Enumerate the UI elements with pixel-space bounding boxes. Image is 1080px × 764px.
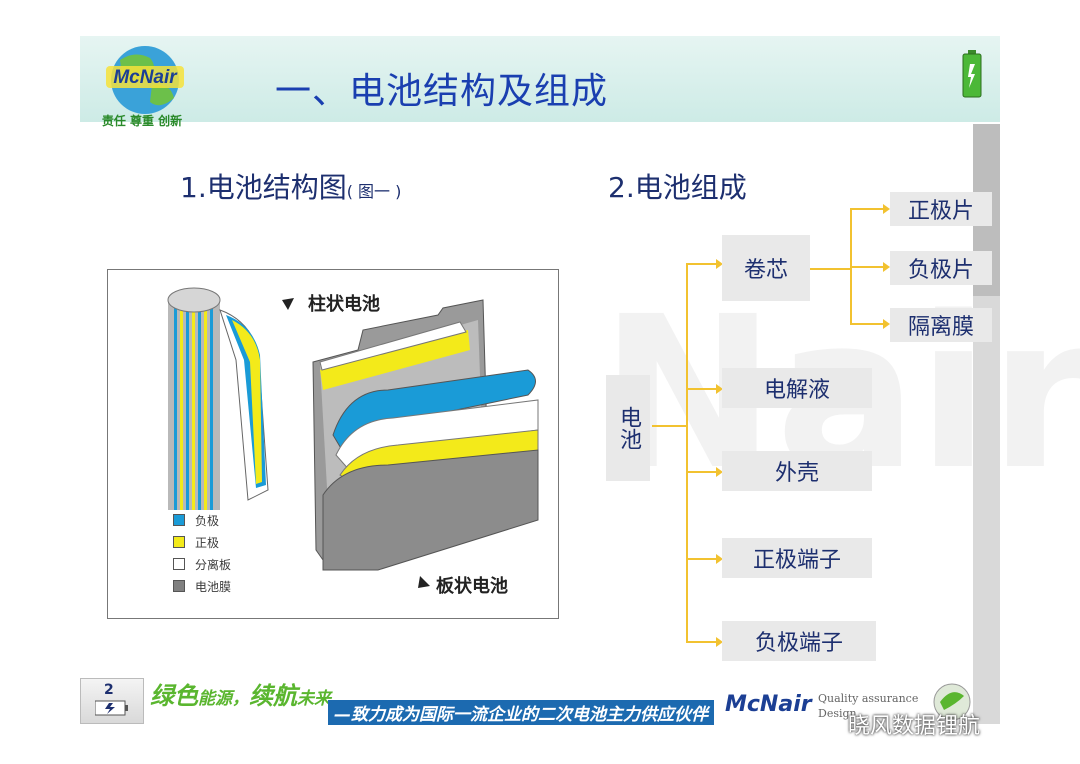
tree-node-neg-terminal: 负极端子 [722, 621, 876, 661]
footer-globe-icon [933, 683, 971, 721]
connector-core-branch [810, 268, 852, 270]
connector-neg-sheet [850, 266, 884, 268]
arrow-electrolyte [716, 384, 723, 394]
arrow-shell [716, 467, 723, 477]
page-number: 2 [104, 682, 114, 698]
legend-item-negative: 负极 [173, 512, 219, 529]
cylinder-label: 柱状电池 [308, 293, 380, 315]
footer-mission: —致力成为国际一流企业的二次电池主力供应伙伴 [328, 700, 714, 725]
tree-node-positive-sheet: 正极片 [890, 192, 992, 226]
footer-brand: McNair [725, 692, 812, 717]
tree-node-separator: 隔离膜 [890, 308, 992, 342]
mcnair-logo: McNair 责任 尊重 创新 [102, 46, 184, 128]
legend-item-film: 电池膜 [173, 578, 231, 595]
page-title: 一、电池结构及组成 [275, 71, 609, 112]
arrow-neg-sheet [883, 262, 890, 272]
plate-arrow [418, 576, 430, 588]
cylinder-stripes [174, 300, 213, 510]
connector-neg-terminal [686, 641, 716, 643]
battery-diagram: 柱状电池 板状电池 [167, 287, 539, 597]
battery-footer-icon [95, 700, 128, 716]
page-number-box: 2 [80, 678, 144, 724]
logo-text: McNair [113, 67, 178, 88]
connector-electrolyte [686, 388, 716, 390]
tree-node-pos-terminal: 正极端子 [722, 538, 872, 578]
tree-node-shell: 外壳 [722, 451, 872, 491]
arrow-pos-sheet [883, 204, 890, 214]
cylinder-arrow [282, 298, 294, 310]
footer-slogan: 绿色能源，续航未来 [150, 682, 331, 710]
slide: McNair 责任 尊重 创新 一、电池结构及组成 Nair 1.电池结构图( … [80, 36, 1080, 739]
wechat-watermark: 晓风数据锂航 [848, 714, 981, 739]
tree-root-battery: 电池 [606, 375, 650, 481]
figure-caption: ( 图一 ) [346, 182, 402, 201]
header-bar [80, 36, 1000, 122]
battery-structure-figure: 柱状电池 板状电池 负极 正极 分离板 电池膜 [107, 269, 559, 619]
arrow-pos-terminal [716, 554, 723, 564]
tree-node-electrolyte: 电解液 [722, 368, 872, 408]
connector-pos-sheet [850, 208, 884, 210]
connector-separator [850, 323, 884, 325]
connector-shell [686, 471, 716, 473]
connector-root [652, 425, 688, 427]
section2-title: 2.电池组成 [608, 171, 747, 204]
connector-core [686, 263, 716, 265]
tree-node-core: 卷芯 [722, 235, 810, 301]
section1-title: 1.电池结构图( 图一 ) [180, 171, 402, 204]
arrow-core [716, 259, 723, 269]
battery-icon [962, 50, 982, 98]
plate-label: 板状电池 [436, 575, 508, 597]
legend-item-positive: 正极 [173, 534, 219, 551]
arrow-separator [883, 319, 890, 329]
legend-item-separator: 分离板 [173, 556, 231, 573]
connector-trunk [686, 263, 688, 643]
tree-node-negative-sheet: 负极片 [890, 251, 992, 285]
logo-slogan: 责任 尊重 创新 [102, 113, 182, 128]
arrow-neg-terminal [716, 637, 723, 647]
connector-pos-terminal [686, 558, 716, 560]
